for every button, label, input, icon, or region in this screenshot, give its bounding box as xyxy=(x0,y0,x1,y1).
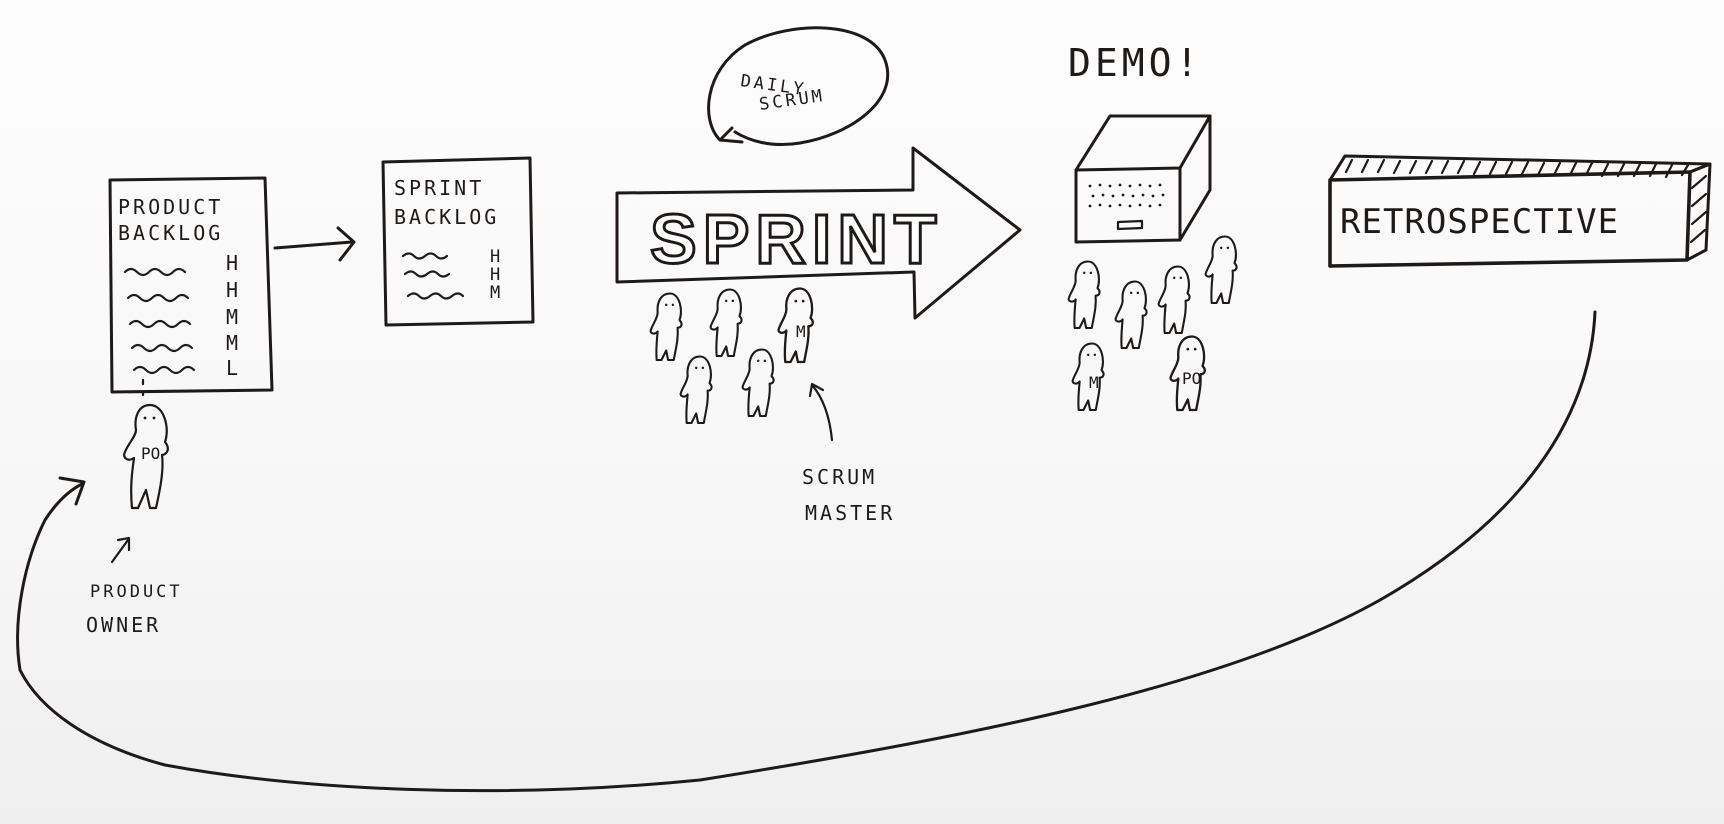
team-member-icon xyxy=(649,292,683,362)
retrospective-hatching xyxy=(1344,158,1708,244)
scrum-master-pointer xyxy=(808,382,834,442)
retrospective-label: RETROSPECTIVE xyxy=(1340,202,1619,242)
sprint-team: M xyxy=(649,287,814,425)
stakeholder-icon xyxy=(1157,265,1191,335)
demo-product-owner-figure: PO xyxy=(1169,335,1206,412)
retrospective-box: RETROSPECTIVE xyxy=(1328,154,1712,268)
stakeholder-icon xyxy=(1067,260,1101,330)
sprint-backlog: SPRINT BACKLOG H H M xyxy=(381,156,535,327)
demo-product-owner-badge: PO xyxy=(1182,369,1201,388)
sprint-backlog-priority-2: H xyxy=(490,265,503,285)
demo-audience: M PO xyxy=(1067,235,1238,412)
product-owner-figure: PO xyxy=(123,403,169,510)
product-backlog-priority-2: H xyxy=(226,278,241,302)
sprint-backlog-title-line2: BACKLOG xyxy=(394,205,499,229)
product-owner-pointer xyxy=(110,536,131,564)
product-backlog-priority-3: M xyxy=(226,305,241,329)
team-member-icon xyxy=(679,355,713,425)
product-owner-caption-line1: PRODUCT xyxy=(90,582,183,602)
product-backlog: PRODUCT BACKLOG H H M M L xyxy=(108,176,274,397)
sprint-arrow: SPRINT xyxy=(615,146,1022,320)
product-owner-badge: PO xyxy=(141,444,160,463)
laptop-keyboard xyxy=(1088,183,1165,208)
product-backlog-title-line2: BACKLOG xyxy=(118,221,223,245)
scrum-master-figure: M xyxy=(777,287,814,364)
product-backlog-items xyxy=(123,267,196,397)
demo-scrum-master-figure: M xyxy=(1071,342,1105,412)
product-owner-caption-line2: OWNER xyxy=(86,613,161,637)
sprint-backlog-title-line1: SPRINT xyxy=(394,176,484,200)
product-backlog-priority-1: H xyxy=(226,251,241,275)
stakeholder-icon xyxy=(1204,235,1238,305)
daily-scrum: DAILY SCRUM xyxy=(707,26,890,147)
product-backlog-priority-5: L xyxy=(226,356,241,380)
demo-laptop xyxy=(1074,114,1212,244)
feedback-loop-arrow xyxy=(16,310,1597,793)
demo-scrum-master-badge: M xyxy=(1089,373,1099,392)
demo-label: DEMO! xyxy=(1068,41,1202,85)
sprint-backlog-items xyxy=(401,252,465,300)
team-member-icon xyxy=(709,288,743,358)
product-backlog-priority-4: M xyxy=(226,331,241,355)
backlog-to-sprint-arrow xyxy=(273,226,356,262)
scrum-master-caption-line1: SCRUM xyxy=(802,465,877,489)
sprint-backlog-priority-1: H xyxy=(490,247,503,267)
sprint-backlog-priority-3: M xyxy=(490,283,503,303)
scrum-master-caption-line2: MASTER xyxy=(805,501,895,525)
team-member-icon xyxy=(741,348,775,418)
product-backlog-title-line1: PRODUCT xyxy=(118,195,223,219)
sprint-label: SPRINT xyxy=(650,200,943,278)
scrum-master-badge: M xyxy=(796,322,806,341)
stakeholder-icon xyxy=(1114,280,1148,350)
